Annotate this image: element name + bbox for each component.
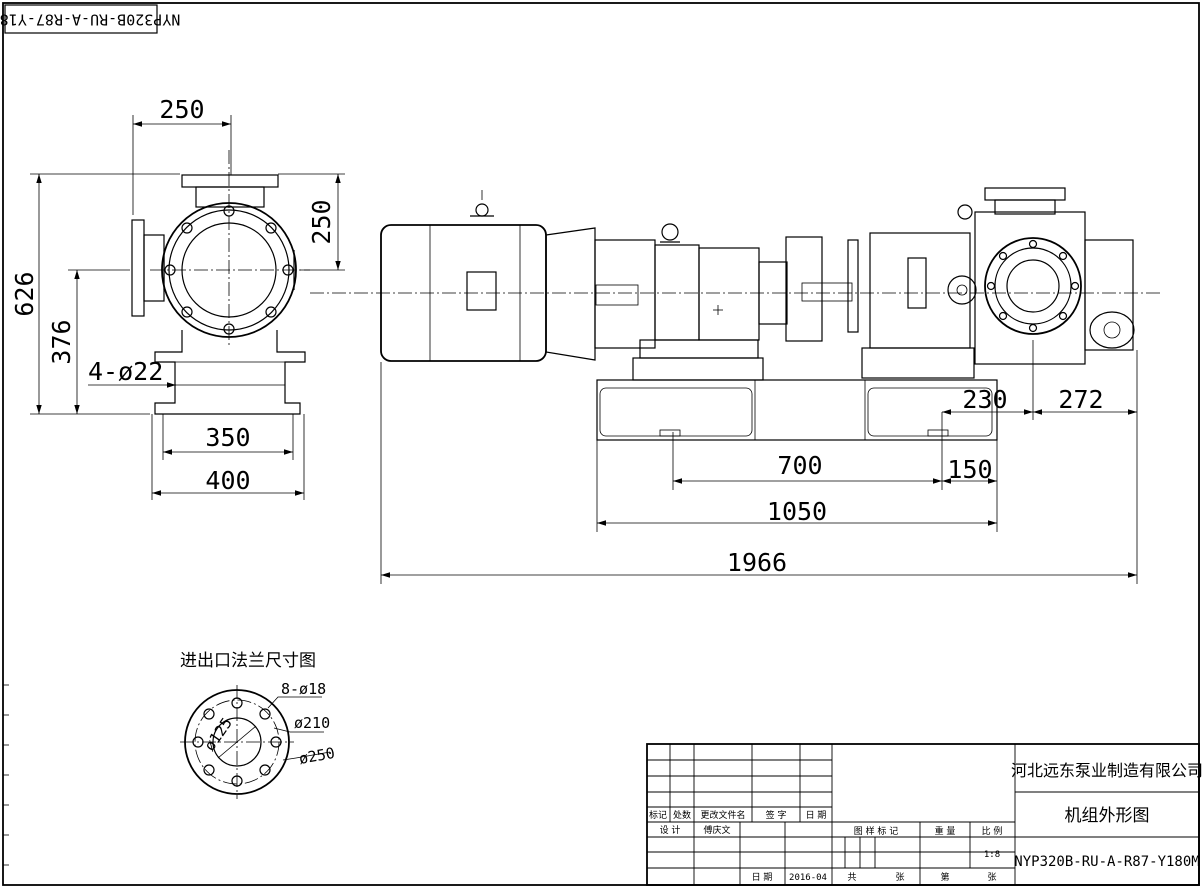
title-block: 标记 处数 更改文件名 签 字 日 期 设 计 傅庆文 日 期 2016-04 … xyxy=(646,743,1203,886)
side-view-dimensions: 250 250 626 376 4-ø22 350 400 xyxy=(10,95,345,500)
tb-date-value: 2016-04 xyxy=(789,873,827,883)
base-frame xyxy=(596,379,998,441)
tb-drawing-no: NYP320B-RU-A-R87-Y180M xyxy=(1014,854,1199,870)
tb-drawing-name: 机组外形图 xyxy=(1065,806,1150,826)
edge-ticks xyxy=(3,684,9,866)
dim-base-bolt-span: 700 xyxy=(777,451,822,480)
dim-flange-bolts: 8-ø18 xyxy=(281,680,326,698)
dim-foot-span-inner: 350 xyxy=(205,423,250,452)
code-stamp: NYP320B-RU-A-R87-Y180M xyxy=(0,4,180,34)
flange-view-title: 进出口法兰尺寸图 xyxy=(180,651,316,671)
bearing-housing xyxy=(869,232,971,349)
pump-head xyxy=(974,211,1086,365)
front-view-dimensions: 230 272 700 150 1050 1966 xyxy=(380,340,1138,584)
tb-designer-label: 设 计 xyxy=(660,824,681,836)
dim-foot-holes: 4-ø22 xyxy=(88,357,163,386)
tb-company: 河北远东泵业制造有限公司 xyxy=(1011,761,1203,780)
dim-flange-od: ø250 xyxy=(298,744,337,768)
dim-overall-height: 626 xyxy=(10,271,39,316)
tb-ratio: 比 例 xyxy=(982,825,1003,837)
coupling xyxy=(785,236,823,342)
tb-date-label: 日 期 xyxy=(752,872,773,883)
dim-foot-span-outer: 400 xyxy=(205,466,250,495)
side-view xyxy=(131,150,1160,415)
dim-center-height: 376 xyxy=(47,319,76,364)
code-stamp-text: NYP320B-RU-A-R87-Y180M xyxy=(0,11,180,29)
tb-scale: 1:8 xyxy=(984,850,1000,860)
dim-flange-bore: ø125 xyxy=(201,714,236,754)
tb-doc: 更改文件名 xyxy=(700,809,745,821)
dim-flange-pcd: ø210 xyxy=(294,714,330,732)
tb-weight: 重 量 xyxy=(935,825,956,837)
front-view xyxy=(380,187,1135,441)
tb-page: 第 xyxy=(940,871,949,883)
dim-pump-overhang: 272 xyxy=(1058,385,1103,414)
dim-base-length: 1050 xyxy=(767,497,827,526)
gear-reducer xyxy=(654,244,700,341)
motor-terminal-box xyxy=(466,271,497,311)
tb-count: 处数 xyxy=(673,809,691,821)
dim-inlet-height: 250 xyxy=(307,199,336,244)
dim-base-edge: 150 xyxy=(947,455,992,484)
dim-pump-offset: 230 xyxy=(962,385,1007,414)
tb-sample-mark: 图 样 标 记 xyxy=(854,825,899,837)
tb-date: 日 期 xyxy=(806,810,827,821)
tb-sign: 签 字 xyxy=(766,809,787,821)
tb-total: 共 xyxy=(847,872,856,883)
tb-page-label: 张 xyxy=(987,872,996,883)
tb-sheet-label: 张 xyxy=(895,872,904,883)
tb-mark: 标记 xyxy=(649,809,667,821)
tb-designer-name: 傅庆文 xyxy=(703,824,730,836)
dim-overall-length: 1966 xyxy=(727,548,787,577)
dim-inlet-width: 250 xyxy=(159,95,204,124)
flange-detail: 进出口法兰尺寸图 8-ø18 ø210 ø250 ø125 xyxy=(180,651,336,799)
